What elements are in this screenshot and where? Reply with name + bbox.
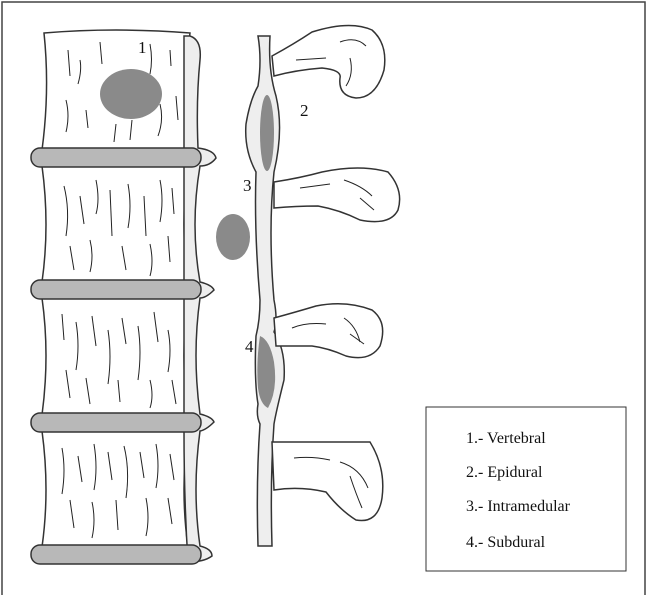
legend-item-subdural: 4.- Subdural bbox=[466, 534, 546, 551]
vertebral-body-4 bbox=[42, 431, 188, 547]
legend: 1.- Vertebral 2.- Epidural 3.- Intramedu… bbox=[426, 407, 626, 571]
vertebral-lesion bbox=[100, 69, 162, 119]
legend-item-intramedular: 3.- Intramedular bbox=[466, 498, 571, 515]
intervertebral-disc-4 bbox=[31, 545, 201, 564]
marker-vertebral: 1 bbox=[138, 38, 147, 57]
vertebral-body-2 bbox=[42, 166, 188, 282]
legend-item-vertebral: 1.- Vertebral bbox=[466, 430, 546, 447]
intramedular-lesion bbox=[216, 214, 250, 260]
marker-subdural: 4 bbox=[245, 337, 254, 356]
spinous-process-4 bbox=[272, 442, 383, 521]
spinous-process-2 bbox=[274, 168, 400, 222]
legend-item-epidural: 2.- Epidural bbox=[466, 464, 543, 481]
spinous-process-1 bbox=[272, 25, 385, 98]
marker-intramedular: 3 bbox=[243, 176, 252, 195]
vertebral-body-3 bbox=[42, 298, 188, 415]
intervertebral-disc-1 bbox=[31, 148, 201, 167]
spinous-processes bbox=[272, 25, 400, 520]
spinous-process-3 bbox=[274, 304, 383, 358]
marker-epidural: 2 bbox=[300, 101, 309, 120]
intervertebral-disc-3 bbox=[31, 413, 201, 432]
intervertebral-disc-2 bbox=[31, 280, 201, 299]
epidural-lesion bbox=[260, 95, 274, 171]
